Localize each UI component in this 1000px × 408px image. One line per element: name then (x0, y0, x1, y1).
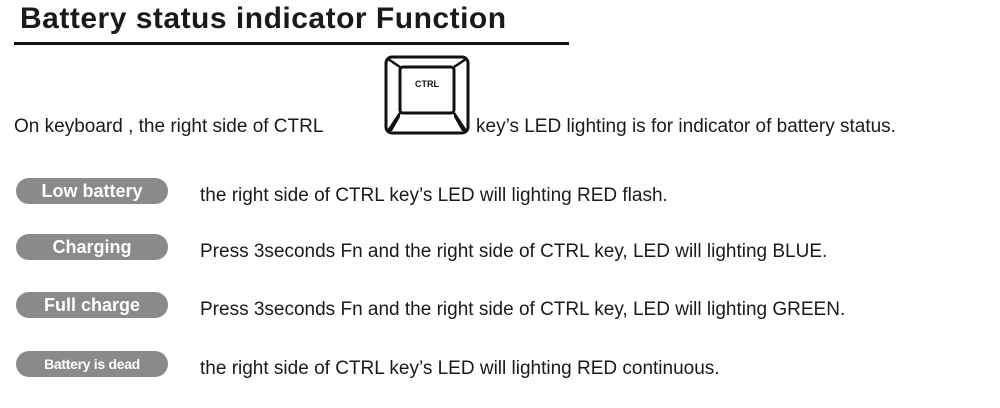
title-underline (14, 42, 569, 45)
status-pill-battery-dead: Battery is dead (16, 351, 168, 377)
status-description-low-battery: the right side of CTRL key’s LED will li… (200, 185, 668, 206)
status-description-charging: Press 3seconds Fn and the right side of … (200, 241, 828, 262)
intro-text-before-key: On keyboard , the right side of CTRL (14, 116, 324, 137)
status-description-full-charge: Press 3seconds Fn and the right side of … (200, 299, 846, 320)
status-pill-low-battery: Low battery (16, 178, 168, 204)
page-title: Battery status indicator Function (20, 2, 507, 35)
status-pill-charging: Charging (16, 234, 168, 260)
intro-text-after-key: key’s LED lighting is for indicator of b… (476, 116, 896, 137)
status-description-battery-dead: the right side of CTRL key’s LED will li… (200, 358, 720, 379)
status-pill-full-charge: Full charge (16, 292, 168, 318)
ctrl-key-icon: CTRL (384, 55, 470, 135)
ctrl-key-label: CTRL (415, 79, 439, 89)
